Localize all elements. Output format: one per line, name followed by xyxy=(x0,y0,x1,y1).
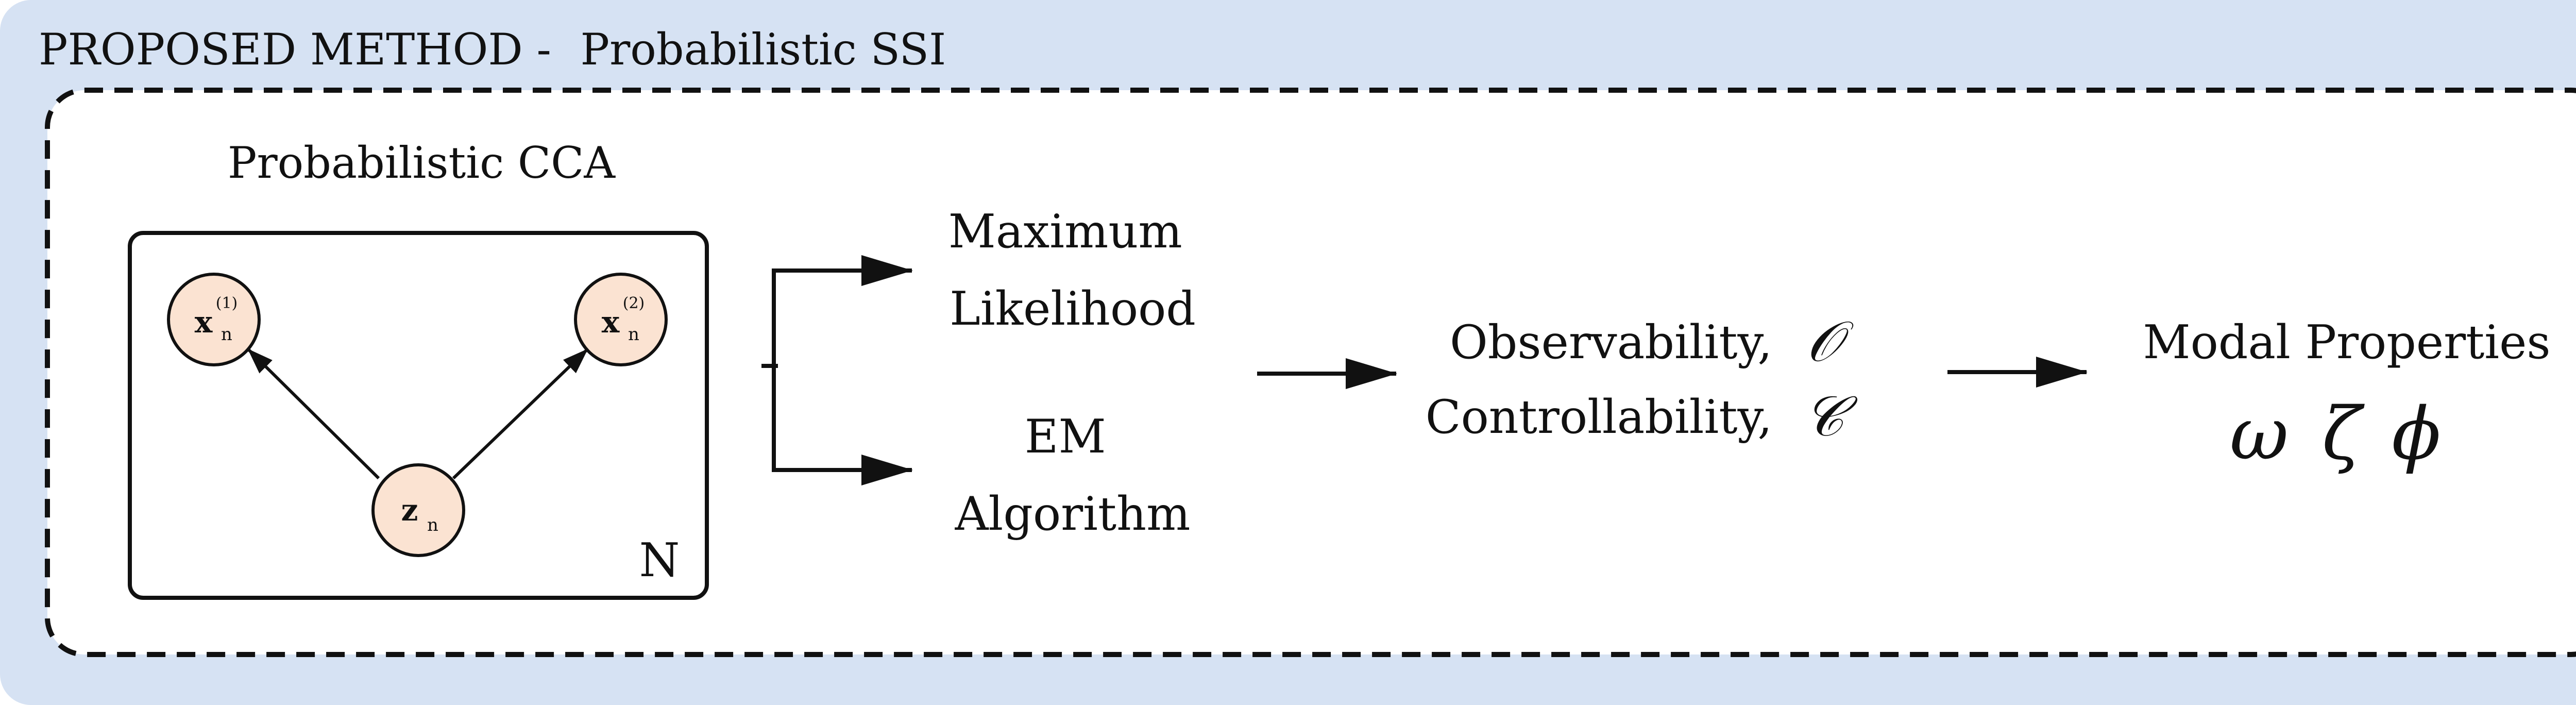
plate-box xyxy=(128,231,709,600)
node-z-main: z xyxy=(401,493,418,528)
node-z-sub: n xyxy=(427,515,438,535)
pcca-label: Probabilistic CCA xyxy=(228,138,616,188)
plate-label: N xyxy=(639,533,680,588)
node-x2: x (2) n xyxy=(574,273,668,366)
edge-z-to-x1 xyxy=(247,348,380,480)
modal-symbol-zeta: ζ xyxy=(2322,392,2365,476)
node-x2-sup: (2) xyxy=(623,294,645,312)
method-em: EM Algorithm xyxy=(955,410,1191,541)
node-x2-main: x xyxy=(602,305,620,340)
modal-title: Modal Properties xyxy=(2143,315,2550,370)
panel-title-sub: Probabilistic SSI xyxy=(581,24,946,75)
node-x1-sup: (1) xyxy=(216,294,238,312)
fork-connector xyxy=(761,255,913,485)
method-em-line2: Algorithm xyxy=(955,487,1191,541)
modal-symbol-phi: ϕ xyxy=(2392,392,2441,476)
method-em-line1: EM xyxy=(1025,410,1106,464)
panel-title-main: PROPOSED METHOD - xyxy=(39,24,551,75)
modal-symbols: ω ζ ϕ xyxy=(2230,392,2441,476)
panel-title: PROPOSED METHOD - Probabilistic SSI xyxy=(39,24,946,75)
node-x1-sub: n xyxy=(221,324,232,345)
method-ml: Maximum Likelihood xyxy=(948,205,1197,336)
node-z: z n xyxy=(371,463,465,557)
method-ml-line1: Maximum xyxy=(948,205,1182,259)
node-x1-main: x xyxy=(195,305,213,340)
edge-z-to-x2 xyxy=(452,348,589,480)
modal-symbol-omega: ω xyxy=(2230,392,2289,476)
obs-label: Observability, xyxy=(1450,315,1772,370)
method-ml-line2: Likelihood xyxy=(950,282,1196,336)
ctrl-label: Controllability, xyxy=(1426,390,1772,444)
node-x2-sub: n xyxy=(628,324,639,345)
node-x1: x (1) n xyxy=(167,273,261,366)
